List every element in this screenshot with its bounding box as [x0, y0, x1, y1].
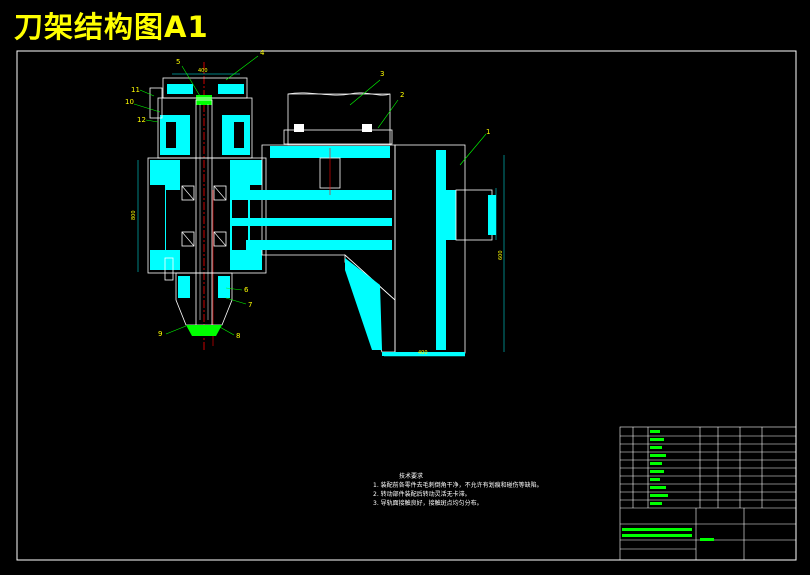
column-guide	[444, 190, 456, 240]
collet-nut	[186, 325, 222, 336]
upper-housing-right-shadow	[234, 122, 244, 148]
part-labels: 1 2 3 4 5 6 7 8 9 10 11 12	[125, 49, 490, 340]
bearing-lower-left	[181, 231, 195, 247]
side-bracket-left	[149, 87, 163, 119]
notes-line-3: 3. 导轨面接触良好，接触斑点均匀分布。	[373, 500, 483, 507]
top-cap-right-hatch	[218, 84, 244, 94]
support-leg-hatch	[345, 258, 382, 350]
column-base	[382, 352, 465, 356]
leader-10	[133, 103, 161, 113]
notes-line-2: 2. 转动部件装配后转动灵活无卡滞。	[373, 491, 471, 498]
notes-line-1: 1. 装配前各零件去毛刺倒角干净，不允许有划痕和碰伤等缺陷。	[373, 482, 543, 489]
lower-nose-right-hatch	[218, 276, 230, 298]
bearing-upper-left	[181, 185, 195, 201]
drawing-border	[16, 50, 797, 561]
bearing-lower-right	[213, 231, 227, 247]
bearing-upper-right	[213, 185, 227, 201]
adjust-screw	[164, 257, 174, 281]
tool-head-assembly	[147, 62, 267, 350]
column	[394, 144, 466, 354]
leader-11	[139, 89, 155, 97]
parts-list-marks	[622, 430, 714, 541]
part-label-9: 9	[158, 330, 162, 338]
part-label-1: 1	[486, 128, 490, 136]
column-flange	[455, 189, 493, 241]
mount-plate	[283, 129, 393, 145]
arm-lower-rail	[246, 240, 392, 250]
carriage-arm	[232, 92, 496, 356]
drawing-title: 刀架结构图A1	[14, 10, 209, 44]
part-label-10: 10	[125, 98, 134, 106]
housing-left-cavity	[166, 190, 180, 250]
dimensions	[137, 73, 505, 357]
top-cap-left-hatch	[167, 84, 193, 94]
leader-5	[181, 65, 201, 97]
part-label-2: 2	[400, 91, 404, 99]
upper-housing-left-shadow	[166, 122, 176, 148]
bearing-cross-4	[213, 231, 227, 247]
leaders	[133, 55, 487, 336]
part-label-3: 3	[380, 70, 384, 78]
column-hatch-left	[436, 150, 446, 350]
leader-8	[217, 325, 235, 336]
leader-2	[377, 99, 399, 129]
motor-break-line	[287, 92, 391, 96]
leader-9	[165, 325, 187, 335]
part-label-8: 8	[236, 332, 240, 340]
arm-upper-rail-2	[232, 218, 392, 226]
leader-3	[349, 79, 381, 106]
part-label-5: 5	[176, 58, 180, 66]
leader-4	[225, 55, 259, 81]
arm-upper-rail	[232, 190, 392, 200]
technical-notes: 技术要求 1. 装配前各零件去毛刺倒角干净，不允许有划痕和碰伤等缺陷。 2. 转…	[373, 472, 543, 508]
part-label-4: 4	[260, 49, 265, 57]
part-label-6: 6	[244, 286, 249, 294]
dim-base-value: 400	[418, 350, 428, 356]
leader-7	[225, 297, 247, 305]
parts-list-outer	[619, 426, 797, 561]
bolt-left	[294, 124, 304, 132]
dim-top-value: 400	[198, 68, 208, 74]
dim-left-value: 800	[131, 210, 137, 220]
bearing-cross-1	[181, 185, 195, 201]
bolt-right	[362, 124, 372, 132]
motor-block	[287, 93, 391, 146]
parts-list-table	[619, 426, 797, 561]
bearing-cross-3	[181, 231, 195, 247]
column-flange-hatch	[488, 195, 496, 235]
leader-6	[225, 287, 243, 291]
bearing-cross-2	[213, 185, 227, 201]
part-label-7: 7	[248, 301, 252, 309]
notes-heading: 技术要求	[399, 473, 424, 480]
lower-nose-left-hatch	[178, 276, 190, 298]
leader-1	[459, 133, 487, 166]
leader-12	[145, 119, 159, 123]
part-label-12: 12	[137, 116, 146, 124]
part-label-11: 11	[131, 86, 140, 94]
dimension-values: 400 800 600 400	[131, 68, 504, 356]
dim-right-value: 600	[498, 250, 504, 260]
